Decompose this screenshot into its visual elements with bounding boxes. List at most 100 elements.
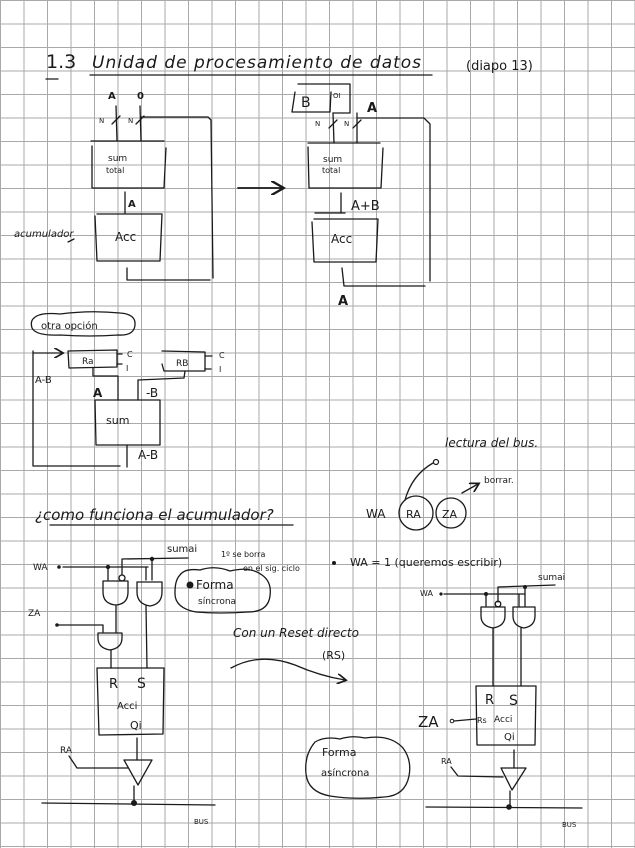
ra-wire [450,766,504,778]
adder-box [90,140,167,189]
and-gate-za [97,632,123,651]
feedback-wire [140,116,214,279]
read-arrow [404,462,434,501]
tristate-buffer-icon [123,759,153,786]
sumai-wire [121,557,189,576]
async-cloud [305,736,411,799]
bus-label: BUS [562,821,577,829]
sync-cloud [174,567,271,614]
bullet-icon [186,581,194,589]
first-clear-note: 1º se borra [221,550,265,559]
bus-width-a: N [344,120,349,128]
tristate-buffer-icon [500,767,527,791]
register-a-box [67,349,118,369]
bus-line [425,806,583,809]
acc-box [311,218,379,263]
diagram-accumulator-sum: B OI A N N sum total A+B Acc A [291,83,431,309]
diagram-other-option: otra opción Ra C I RB C I A-B A -B sum A… [30,311,225,468]
page-heading: 1.3 Unidad de procesamiento de datos (di… [45,51,533,80]
register-a-ports [116,353,123,365]
inverter-bubble [118,574,126,582]
wa-input-label: WA [33,563,48,573]
input-b-tag: OI [333,92,341,100]
and-gate-r [480,606,506,629]
sync-cloud-subtitle: síncrona [198,597,236,607]
acc-flipflop-box [96,667,165,736]
acc-flipflop-box [475,685,537,746]
async-cloud-subtitle: asíncrona [321,767,369,779]
wa-terminal [57,565,61,569]
adder-sublabel: total [106,166,124,175]
read-arrow-head-icon [432,458,440,466]
page-title: Unidad de procesamiento de datos [92,53,422,73]
acc-label: Acc [115,230,136,244]
za-terminal [449,718,455,724]
bullet-icon [332,561,336,565]
register-a-i: I [126,364,128,373]
adder-label: sum [323,155,342,165]
input-b-box [291,83,351,114]
sumai-label: sumai [538,573,565,583]
wa-terminal [439,592,443,596]
ra-circle [398,495,434,531]
bus-junction [506,804,512,810]
feedback-wire [32,350,121,467]
reset-note-line1: Con un Reset directo [233,626,359,640]
wa-input-label: WA [420,589,433,598]
input-b-label: B [301,95,311,111]
other-option-tag: otra opción [41,320,98,332]
acc-out-label: A [338,294,348,309]
register-b-i: I [219,365,221,374]
za-circle [435,497,467,529]
question-heading: ¿como funciona el acumulador? [35,506,274,524]
sum-label: sum [106,414,129,427]
feedback-label: A-B [35,375,52,386]
bus-notes: lectura del bus. borrar. WA RA ZA [366,436,538,531]
sum-out-label: A-B [138,448,158,462]
acc-cell-label: Acci [494,715,512,725]
input-b-label: 0 [137,91,144,102]
bus-slash-icon [352,119,362,129]
s-input: S [509,693,518,709]
sum-input-b: -B [146,386,158,400]
bus-a-wire [115,105,118,142]
acumulador-label: acumulador [14,229,74,240]
bus-width-a: N [99,117,104,125]
bus-width-b: N [128,117,133,125]
tick-mark [67,238,75,243]
and-gate-s [512,606,536,629]
register-b-ports [204,355,213,370]
acc-cell-label: Acci [117,701,137,712]
async-cloud-title: Forma [322,746,356,759]
ra-input-label: RA [60,746,73,756]
feedback-wire-bottom [341,267,426,287]
and-gate-r [102,580,129,606]
read-bus-note: lectura del bus. [445,436,538,450]
write-enable-note: WA = 1 (queremos escribir) [350,556,502,569]
za-wire [56,624,104,633]
section-number: 1.3 [46,51,76,73]
bus-slash-icon [328,119,338,129]
gate-input-wires [107,558,153,581]
ra-input-label: RA [441,757,452,766]
adder-out-label: A [128,199,136,210]
clear-arrow-icon [461,484,478,494]
reset-note-line2: (RS) [322,649,345,662]
bus-junction [131,800,137,806]
wire-s [145,605,148,669]
input-a-label: A [108,91,116,102]
sumai-label: sumai [167,544,197,555]
register-a-label: Ra [82,357,94,367]
q-output: Qi [504,732,515,743]
register-b-box [161,350,206,372]
za-signal: ZA [442,508,458,521]
sum-box [94,399,161,446]
bus-b-wire [139,105,142,142]
sync-cloud-title: Forma [196,578,234,592]
bus-width-b: N [315,120,320,128]
feedback-wire-bottom [126,267,211,281]
bus-line [41,802,216,806]
circuit-asynchronous: WA sumai R S Rs Acci Qi ZA RA BUS Forma … [305,573,583,829]
za-input-label: ZA [418,713,439,731]
